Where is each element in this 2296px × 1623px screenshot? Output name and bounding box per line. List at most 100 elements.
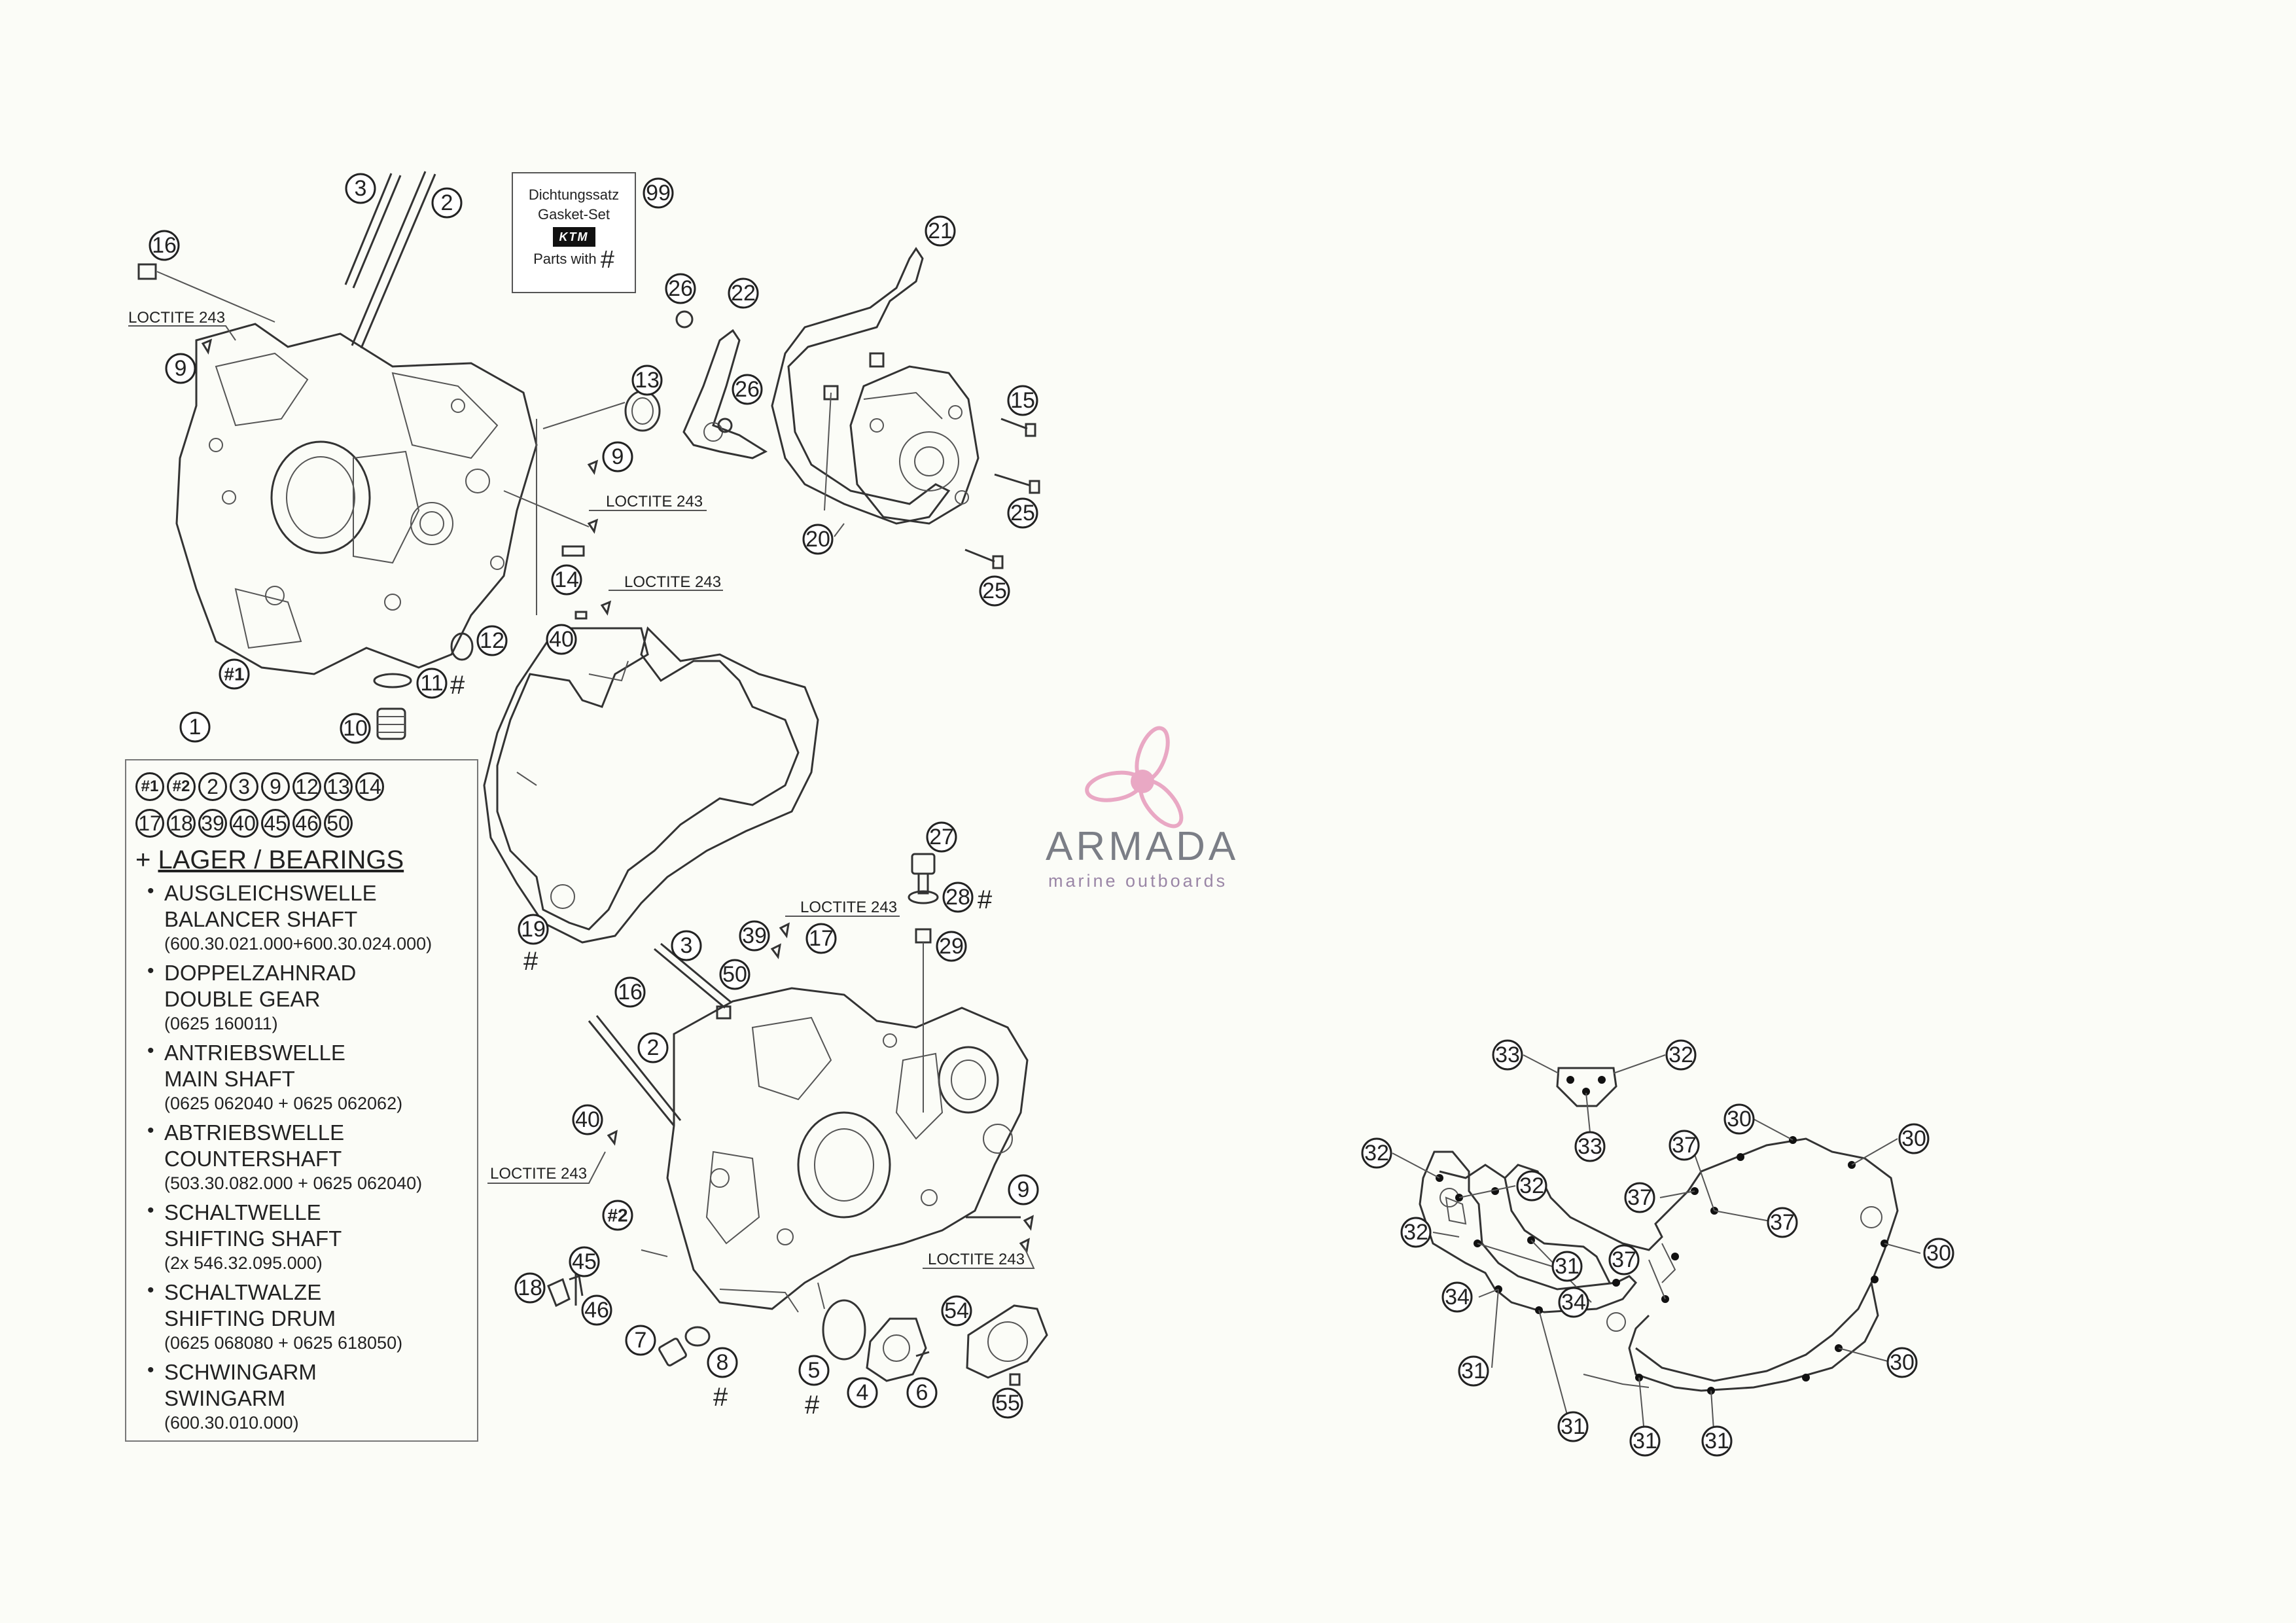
svg-text:50: 50: [722, 962, 747, 987]
callout-32b: 32: [1361, 1137, 1392, 1169]
svg-text:30: 30: [1727, 1107, 1752, 1132]
watermark-logo: [1085, 726, 1184, 829]
svg-text:3: 3: [680, 933, 693, 958]
svg-text:2: 2: [647, 1035, 660, 1060]
watermark-tagline: marine outboards: [1048, 871, 1228, 891]
bushing-12: [450, 632, 474, 661]
callout-28: 28: [942, 882, 974, 913]
callout-39: 39: [739, 920, 770, 952]
svg-text:3: 3: [355, 176, 367, 201]
svg-text:9: 9: [175, 356, 187, 381]
svg-text:26: 26: [668, 276, 693, 301]
callout-h2: #2: [602, 1200, 633, 1231]
svg-text:33: 33: [1495, 1043, 1520, 1067]
callout-55: 55: [992, 1387, 1023, 1419]
chip: 13: [324, 772, 353, 801]
svg-text:LOCTITE 243: LOCTITE 243: [490, 1165, 587, 1183]
gasket-kit-box: Dichtungssatz Gasket-Set KTM Parts with …: [512, 172, 636, 293]
svg-text:9: 9: [612, 444, 624, 469]
callout-46: 46: [581, 1294, 612, 1326]
legend-chips-row-2: 17 18 39 40 45 46 50: [135, 809, 477, 838]
svg-text:40: 40: [575, 1107, 600, 1132]
svg-text:LOCTITE 243: LOCTITE 243: [624, 573, 721, 591]
callout-40: 40: [546, 624, 577, 655]
callout-18: 18: [514, 1272, 546, 1304]
callout-37d: 37: [1608, 1244, 1640, 1275]
o-ring-8: [684, 1326, 711, 1347]
callout-25: 25: [1007, 497, 1038, 529]
kit-line-3: Parts with #: [533, 246, 614, 274]
crankcase-half-2: [666, 987, 1029, 1313]
callout-33b: 33: [1574, 1131, 1606, 1162]
watermark-name: ARMADA: [1046, 824, 1239, 869]
svg-text:21: 21: [928, 219, 953, 243]
callout-21: 21: [925, 215, 956, 247]
chip: 17: [135, 809, 164, 838]
svg-text:15: 15: [1010, 388, 1035, 413]
callout-30b: 30: [1898, 1123, 1930, 1154]
sealant-points: [1436, 1076, 1888, 1395]
svg-text:31: 31: [1461, 1359, 1486, 1383]
callout-16: 16: [149, 230, 180, 261]
callout-31d: 31: [1629, 1425, 1661, 1457]
callout-45: 45: [569, 1246, 600, 1277]
legend-heading: + LAGER / BEARINGS: [135, 846, 404, 874]
cover-54: [966, 1304, 1048, 1379]
svg-text:#2: #2: [607, 1205, 627, 1226]
chip: 45: [261, 809, 290, 838]
callout-54: 54: [941, 1295, 972, 1327]
callout-30d: 30: [1886, 1347, 1918, 1378]
callout-17: 17: [805, 923, 837, 954]
callout-37c: 37: [1767, 1207, 1798, 1238]
svg-text:#: #: [978, 885, 993, 914]
callout-31c: 31: [1557, 1411, 1589, 1442]
pump-cover-20: [849, 365, 980, 525]
callout-37: 37: [1669, 1130, 1700, 1161]
callout-20: 20: [802, 524, 834, 555]
chip: 46: [292, 809, 321, 838]
callout-3: 3: [345, 173, 376, 204]
svg-text:32: 32: [1364, 1141, 1389, 1166]
svg-text:32: 32: [1669, 1043, 1693, 1067]
svg-text:32: 32: [1404, 1220, 1428, 1245]
callout-26b: 26: [732, 374, 763, 405]
o-ring-11: [373, 673, 412, 688]
callout-31b: 31: [1458, 1355, 1489, 1387]
svg-text:11: 11: [420, 671, 443, 696]
bearings-legend: #1 #2 2 3 9 12 13 14 17 18 39 40 45 46 5…: [125, 759, 478, 1442]
svg-text:8: 8: [716, 1350, 729, 1375]
svg-text:25: 25: [982, 579, 1007, 603]
callouts: 16 3 2 9 99 21 26 22 26 13 15 9 25 20 25…: [149, 173, 1954, 1457]
stud-2: [351, 171, 436, 349]
screen-29: [915, 928, 932, 944]
callout-34: 34: [1441, 1281, 1473, 1313]
svg-text:26: 26: [735, 377, 760, 402]
chip: 39: [198, 809, 227, 838]
chip: #1: [135, 772, 164, 801]
chip: #2: [167, 772, 196, 801]
svg-text:18: 18: [518, 1275, 542, 1300]
svg-text:9: 9: [1017, 1177, 1030, 1202]
svg-text:LOCTITE 243: LOCTITE 243: [606, 493, 703, 510]
callout-9c: 9: [1008, 1174, 1039, 1205]
svg-text:4: 4: [857, 1380, 869, 1405]
svg-text:#: #: [805, 1391, 820, 1419]
svg-text:#: #: [523, 947, 539, 976]
svg-text:40: 40: [549, 627, 574, 652]
svg-text:30: 30: [1926, 1241, 1951, 1266]
svg-text:5: 5: [808, 1358, 821, 1383]
chip: 14: [355, 772, 384, 801]
callout-6: 6: [906, 1377, 938, 1408]
callout-33: 33: [1492, 1039, 1523, 1071]
chip: 18: [167, 809, 196, 838]
callout-27: 27: [926, 821, 957, 853]
svg-text:LOCTITE 243: LOCTITE 243: [800, 899, 897, 916]
kit-line-1: Dichtungssatz: [528, 187, 620, 203]
svg-text:20: 20: [805, 527, 830, 552]
svg-text:31: 31: [1561, 1414, 1585, 1439]
svg-text:12: 12: [480, 628, 504, 653]
crankcase-half-1: [175, 323, 538, 675]
o-ring-5: [822, 1299, 866, 1361]
